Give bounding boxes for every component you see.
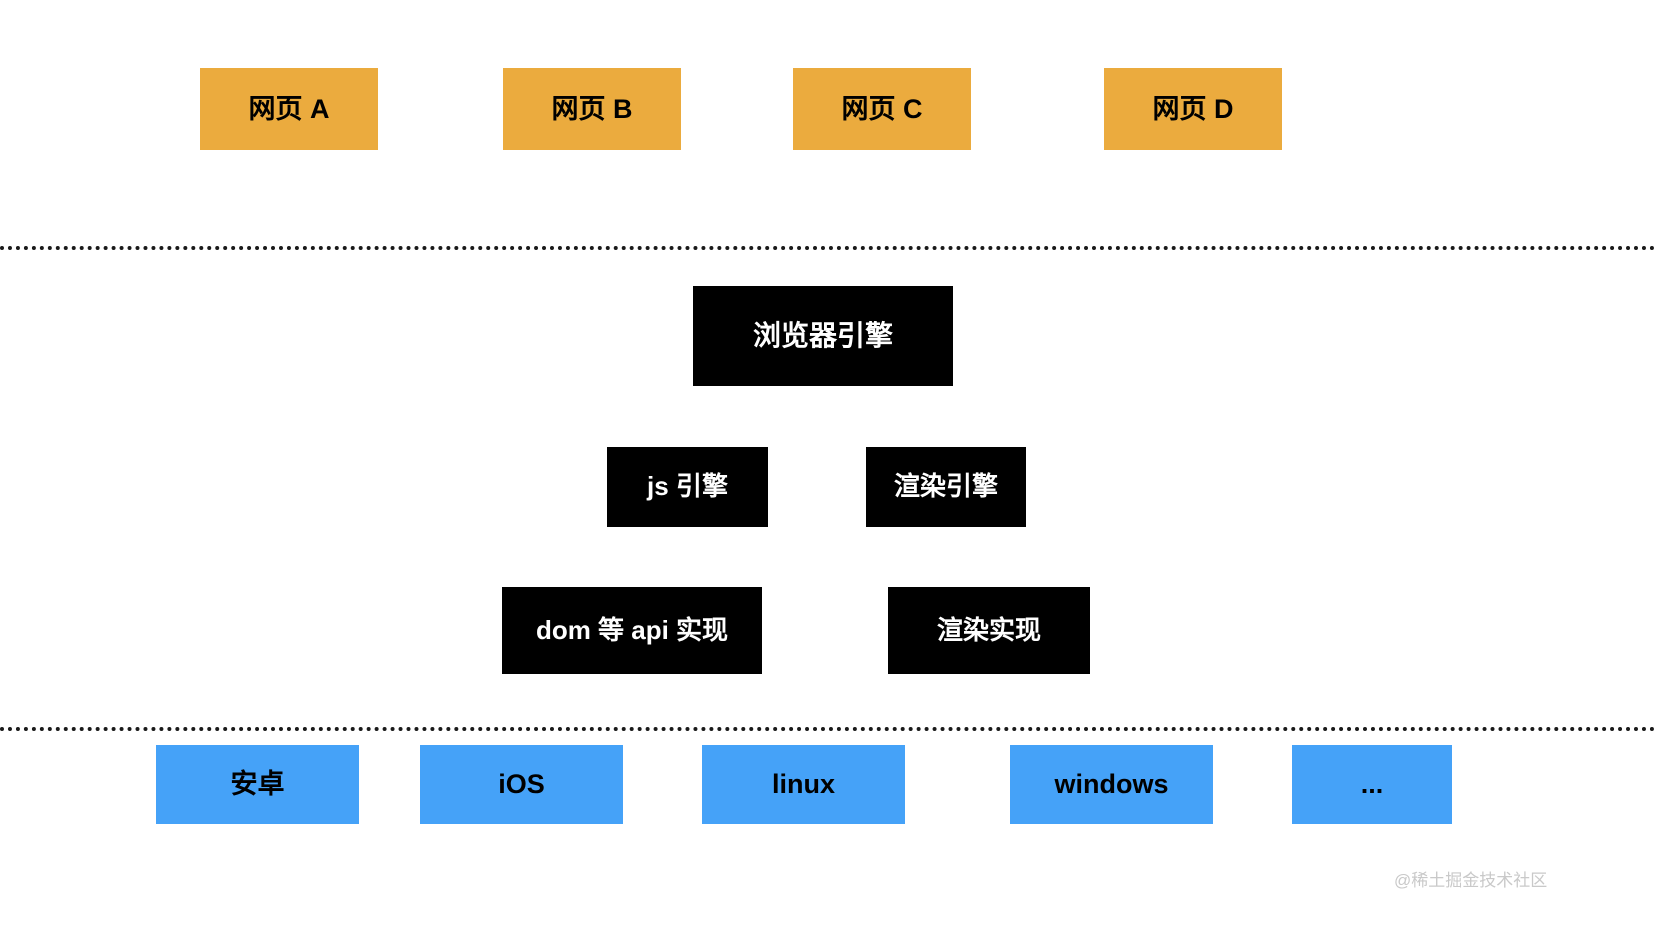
render-engine-box: 渲染引擎 — [866, 447, 1026, 527]
page-box-d: 网页 D — [1104, 68, 1282, 150]
os-box-linux-label: linux — [771, 769, 835, 800]
dom-api-impl-box: dom 等 api 实现 — [502, 587, 762, 674]
page-box-c-label: 网页 C — [841, 93, 923, 124]
page-box-b: 网页 B — [503, 68, 681, 150]
render-impl-box: 渲染实现 — [888, 587, 1090, 674]
os-box-ios-label: iOS — [498, 769, 545, 800]
page-box-b-label: 网页 B — [551, 93, 633, 124]
os-box-android: 安卓 — [156, 745, 359, 824]
render-engine-label: 渲染引擎 — [893, 471, 998, 502]
os-box-windows-label: windows — [1054, 769, 1169, 800]
browser-engine-box: 浏览器引擎 — [693, 286, 953, 386]
page-box-a: 网页 A — [200, 68, 378, 150]
os-box-windows: windows — [1010, 745, 1213, 824]
dom-api-impl-label: dom 等 api 实现 — [535, 614, 729, 645]
os-box-android-label: 安卓 — [230, 769, 285, 800]
divider-bottom — [0, 727, 1656, 731]
divider-top — [0, 246, 1656, 250]
page-box-a-label: 网页 A — [248, 93, 330, 124]
browser-engine-label: 浏览器引擎 — [752, 320, 893, 352]
os-box-more-label: ... — [1360, 769, 1384, 800]
js-engine-box: js 引擎 — [607, 447, 768, 527]
os-box-more: ... — [1292, 745, 1452, 824]
watermark: @稀土掘金技术社区 — [1394, 871, 1548, 890]
page-box-d-label: 网页 D — [1152, 93, 1234, 124]
js-engine-label: js 引擎 — [647, 471, 728, 502]
render-impl-label: 渲染实现 — [936, 614, 1041, 645]
os-box-linux: linux — [702, 745, 905, 824]
page-box-c: 网页 C — [793, 68, 971, 150]
os-box-ios: iOS — [420, 745, 623, 824]
